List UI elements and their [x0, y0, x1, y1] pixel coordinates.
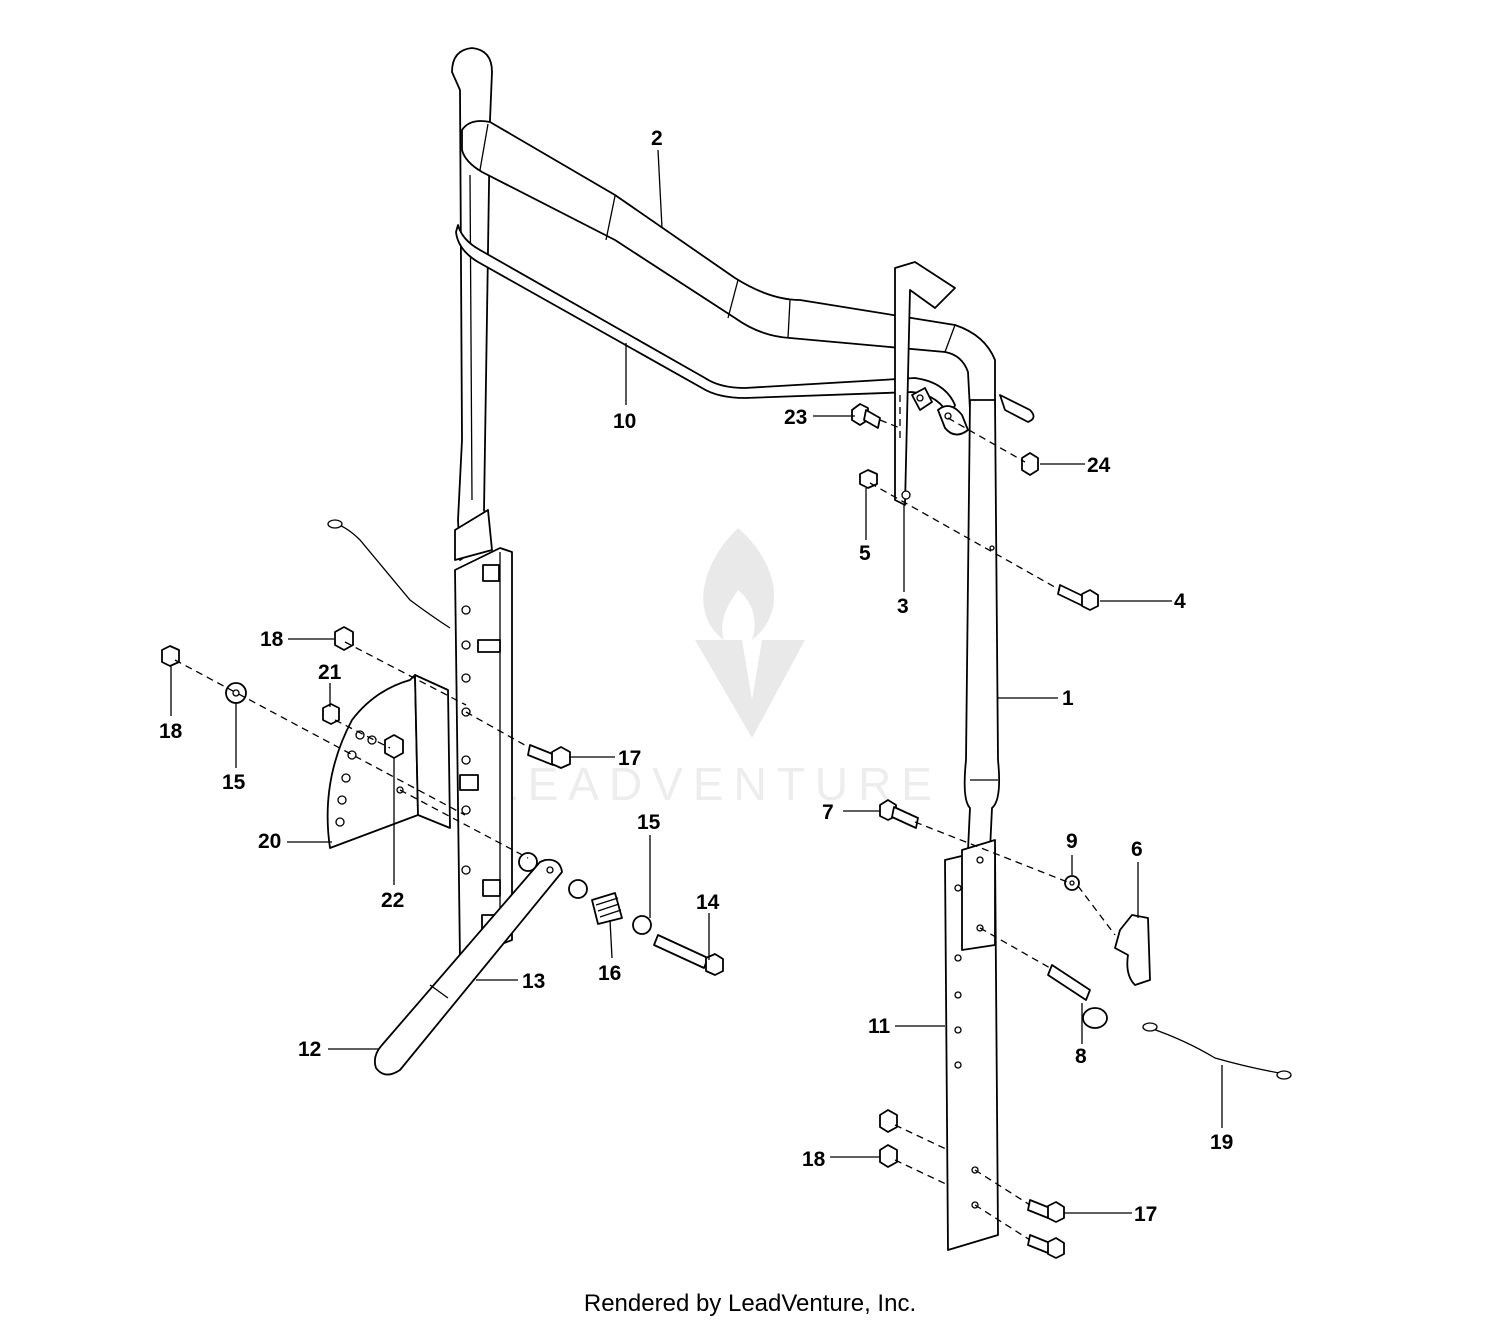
callout-15-left: 15 [222, 771, 246, 794]
callout-8: 8 [1075, 1045, 1087, 1068]
nut-18-left-a [161, 645, 180, 667]
bolt-17-right-upper [1027, 1199, 1065, 1223]
callout-4: 4 [1174, 590, 1186, 613]
height-adjust-bracket [326, 674, 451, 849]
pin-8 [1047, 964, 1108, 1029]
callout-13: 13 [522, 970, 545, 993]
callout-17-right: 17 [1134, 1203, 1157, 1226]
callout-15-right: 15 [637, 811, 661, 834]
knob-6 [1114, 914, 1151, 986]
callout-2: 2 [651, 127, 663, 150]
pin-14 [653, 934, 724, 976]
nut-18-left-b [334, 626, 354, 651]
callout-9: 9 [1066, 830, 1078, 853]
leadventure-watermark: LEADVENTURE [492, 528, 932, 810]
callout-12: 12 [298, 1038, 321, 1061]
callout-14: 14 [696, 891, 720, 914]
callout-22: 22 [381, 889, 404, 912]
footer-credit: Rendered by LeadVenture, Inc. [583, 1290, 917, 1317]
callout-17-left: 17 [618, 747, 641, 770]
callout-6: 6 [1131, 838, 1143, 861]
callout-18-left-b: 18 [260, 628, 284, 651]
cable-19 [1142, 1022, 1292, 1080]
bolt-17-left [527, 744, 571, 769]
nut-18-right-upper [879, 1109, 898, 1133]
left-upright-tube [451, 47, 493, 561]
bolt-7 [879, 799, 919, 829]
nut-5 [859, 469, 878, 489]
bolt-4 [1057, 584, 1099, 611]
callout-18-left-a: 18 [159, 720, 183, 743]
callout-11: 11 [868, 1015, 891, 1038]
callout-7: 7 [822, 801, 834, 824]
callout-5: 5 [859, 542, 871, 565]
bolt-17-right-lower [1027, 1234, 1065, 1259]
washer-lever-b [568, 879, 588, 899]
callout-10: 10 [613, 410, 636, 433]
lever-arm [373, 858, 563, 1076]
callout-16: 16 [598, 962, 621, 985]
callout-23: 23 [784, 406, 807, 429]
callout-24: 24 [1087, 454, 1111, 477]
callout-21: 21 [318, 661, 342, 684]
nut-22 [384, 734, 404, 759]
callout-20: 20 [258, 830, 281, 853]
right-lower-plate [944, 839, 999, 1251]
callout-1: 1 [1062, 687, 1074, 710]
callout-18-right: 18 [802, 1148, 826, 1171]
callout-19: 19 [1210, 1131, 1233, 1154]
left-cable [329, 521, 451, 629]
nut-24 [1021, 452, 1039, 476]
washer-15-right [632, 915, 652, 935]
exploded-parts-diagram: LEADVENTURE [159, 47, 1292, 1259]
callout-3: 3 [897, 595, 909, 618]
callout-labels: 1 2 3 4 5 6 7 8 9 10 11 12 13 14 15 15 1… [159, 127, 1233, 1226]
clip [894, 261, 956, 506]
washer-lever-a [518, 852, 538, 872]
left-side-plate [454, 547, 513, 961]
bolt-23 [851, 403, 881, 429]
spring-16 [591, 892, 623, 925]
bolt-21 [322, 703, 340, 725]
nut-18-right-lower [879, 1144, 898, 1168]
